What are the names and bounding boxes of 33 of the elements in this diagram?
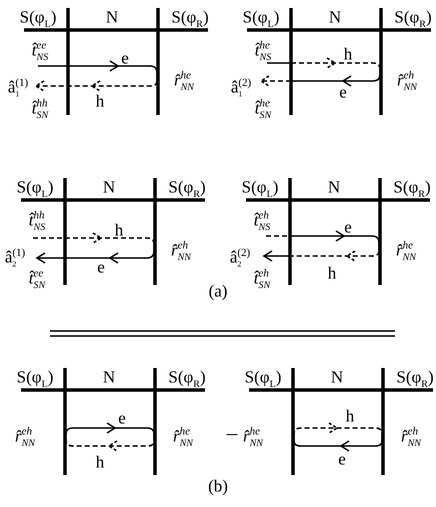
panel-caption: (b) [208,478,228,494]
region-label: S(φ$_{R}$) [396,368,434,386]
region-label: S(φ$_{L}$) [242,8,280,26]
particle-label: e [97,258,105,276]
region-label: S(φ$_{L}$) [244,368,282,386]
region-label: N [330,368,344,386]
particle-label: e [338,450,346,468]
region-label: S(φ$_{R}$) [168,178,206,196]
particle-label: h [344,46,352,62]
region-label: S(φ$_{L}$) [16,368,54,386]
region-label: N [102,178,116,196]
region-label: S(φ$_{R}$) [168,368,206,386]
region-label: S(φ$_{R}$) [394,8,432,26]
particle-label: e [339,84,347,100]
region-label: S(φ$_{R}$) [393,178,431,196]
particle-label: e [121,50,129,66]
region-label: S(φ$_{L}$) [16,178,54,196]
region-label: N [106,8,118,26]
minus-sign: – [226,422,238,444]
region-label: S(φ$_{L}$) [242,178,278,196]
region-label: N [328,178,340,196]
particle-label: h [96,454,104,470]
region-label: S(φ$_{L}$) [20,8,56,26]
particle-label: h [328,264,336,282]
region-label: S(φ$_{R}$) [171,8,209,26]
particle-label: h [96,92,104,110]
particle-label: e [344,218,352,236]
particle-label: e [118,410,126,426]
region-label: N [328,8,342,26]
panel-caption: (a) [208,282,228,300]
particle-label: h [114,222,124,238]
particle-label: h [346,408,354,424]
region-label: N [102,368,116,386]
